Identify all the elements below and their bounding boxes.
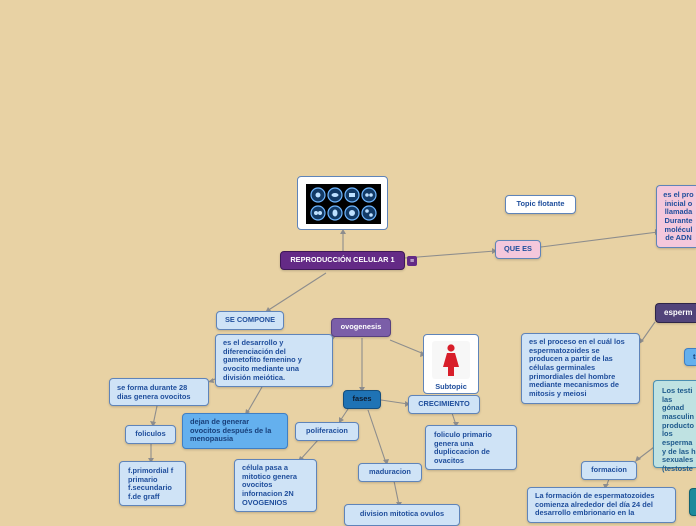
t-node-label: t <box>693 351 696 361</box>
fases-node[interactable]: fases <box>343 390 381 409</box>
central-topic-label: REPRODUCCIÓN CELULAR 1 <box>290 255 395 265</box>
fases-label: fases <box>352 394 372 404</box>
formacion-node[interactable]: formacion <box>581 461 637 480</box>
ovogenesis-description-text: es el desarrollo y diferenciación del ga… <box>223 338 302 382</box>
proliferacion-label: poliferacion <box>306 426 348 436</box>
crecimiento-label: CRECIMIENTO <box>418 399 470 409</box>
floating-topic[interactable]: Topic flotante <box>505 195 576 214</box>
ovogenesis-label: ovogenesis <box>340 322 382 332</box>
foliculo-primario-text: foliculo primario genera una dupliccacio… <box>434 430 492 465</box>
espermatogenesis-description-text: es el proceso en el cuál los espermatozo… <box>529 337 625 398</box>
ciclo-28-dias-node[interactable]: se forma durante 28 dias genera ovocitos <box>109 378 209 406</box>
floating-topic-label: Topic flotante <box>516 199 565 209</box>
se-compone-label: SE COMPONE <box>224 315 276 325</box>
espermatogenesis-description[interactable]: es el proceso en el cuál los espermatozo… <box>521 333 640 404</box>
se-compone-node[interactable]: SE COMPONE <box>216 311 284 330</box>
menopausia-text: dejan de generar ovocitos después de la … <box>190 417 272 444</box>
testiculos-text: Los testi las gónad masculin producto lo… <box>662 386 696 473</box>
subtopic-label: Subtopic <box>435 382 467 391</box>
division-mitotica-label: division mitotica ovulos <box>359 509 445 518</box>
foliculos-tipos-text: f.primordial f primario f.secundario f.d… <box>128 466 174 501</box>
celula-mitotico-node[interactable]: célula pasa a mitotico genera ovocitos i… <box>234 459 317 512</box>
ovogenesis-description[interactable]: es el desarrollo y diferenciación del ga… <box>215 334 333 387</box>
t-node[interactable]: t <box>684 348 696 366</box>
que-es-label: QUE ES <box>504 244 532 254</box>
espermatogenesis-label: esperm <box>664 308 693 318</box>
division-mitotica-node[interactable]: division mitotica ovulos <box>344 504 460 526</box>
formacion-label: formacion <box>591 465 627 475</box>
female-figure-icon <box>432 341 470 379</box>
foliculos-label: foliculos <box>135 429 166 439</box>
que-es-node[interactable]: QUE ES <box>495 240 541 259</box>
teal-node[interactable] <box>689 488 696 516</box>
menopausia-node[interactable]: dejan de generar ovocitos después de la … <box>182 413 288 449</box>
ovogenesis-node[interactable]: ovogenesis <box>331 318 391 337</box>
formacion-description[interactable]: La formación de espermatozoides comienza… <box>527 487 676 523</box>
maduracion-node[interactable]: maduracion <box>358 463 422 482</box>
subtopic-node[interactable]: Subtopic <box>423 334 479 394</box>
que-es-description[interactable]: es el pro inicial o llamada Durante molé… <box>656 185 696 248</box>
celula-mitotico-text: célula pasa a mitotico genera ovocitos i… <box>242 463 298 507</box>
foliculo-primario-node[interactable]: foliculo primario genera una dupliccacio… <box>425 425 517 470</box>
crecimiento-node[interactable]: CRECIMIENTO <box>408 395 480 414</box>
maduracion-label: maduracion <box>369 467 411 477</box>
proliferacion-node[interactable]: poliferacion <box>295 422 359 441</box>
cell-division-image <box>306 184 381 224</box>
espermatogenesis-node[interactable]: esperm <box>655 303 696 323</box>
que-es-description-text: es el pro inicial o llamada Durante molé… <box>663 190 694 243</box>
central-topic[interactable]: REPRODUCCIÓN CELULAR 1 <box>280 251 405 270</box>
foliculos-tipos-node[interactable]: f.primordial f primario f.secundario f.d… <box>119 461 186 506</box>
ciclo-28-dias-text: se forma durante 28 dias genera ovocitos <box>117 383 191 401</box>
formacion-description-text: La formación de espermatozoides comienza… <box>535 491 655 518</box>
cells-image-node[interactable] <box>297 176 388 230</box>
foliculos-node[interactable]: foliculos <box>125 425 176 444</box>
menu-icon[interactable]: ≡ <box>407 256 417 266</box>
testiculos-node[interactable]: Los testi las gónad masculin producto lo… <box>653 380 696 473</box>
